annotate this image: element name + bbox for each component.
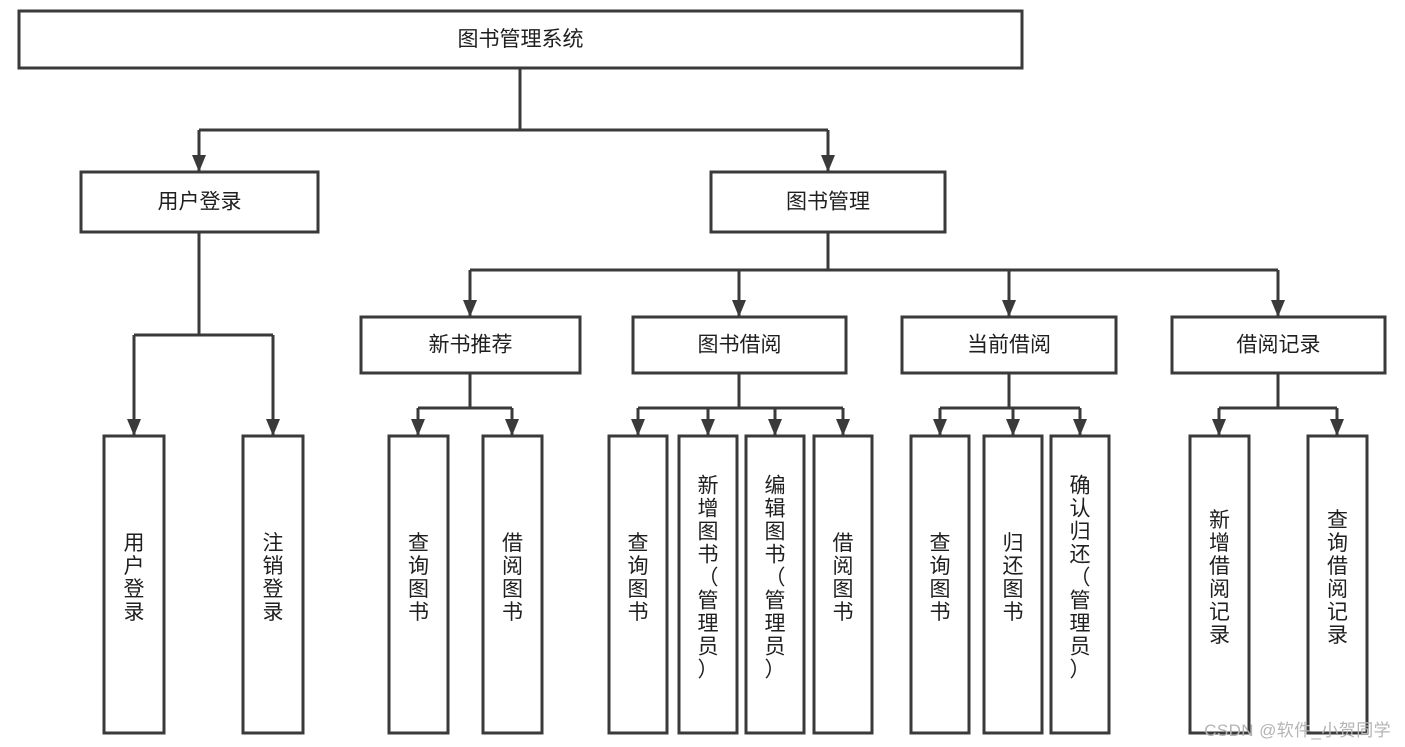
node-label-book-management: 图书管理 — [786, 191, 870, 214]
node-box-leaf-query-book-recommend — [387, 434, 450, 735]
node-user-login[interactable]: 用户登录 — [79, 170, 320, 234]
node-label-borrow-record: 借阅记录 — [1237, 334, 1321, 357]
node-box-leaf-query-book-current — [909, 434, 971, 735]
arrow-head-icon — [192, 155, 206, 172]
node-label-user-login: 用户登录 — [158, 191, 242, 214]
node-label-leaf-borrow-book: 借阅图书 — [833, 532, 854, 624]
node-label-leaf-add-borrow-record: 新增借阅记录 — [1209, 509, 1230, 647]
node-box-leaf-query-book — [607, 434, 669, 735]
node-box-user-login — [79, 170, 320, 234]
node-box-leaf-add-borrow-record — [1188, 434, 1251, 735]
node-leaf-return-book[interactable]: 归还图书 — [982, 434, 1044, 735]
node-leaf-add-borrow-record[interactable]: 新增借阅记录 — [1188, 434, 1251, 735]
node-box-borrow-record — [1170, 315, 1387, 375]
node-label-book-borrow: 图书借阅 — [698, 334, 782, 357]
node-box-leaf-return-book — [982, 434, 1044, 735]
node-new-book-recommend[interactable]: 新书推荐 — [359, 315, 582, 375]
arrow-head-icon — [1002, 300, 1016, 317]
arrow-head-icon — [1073, 419, 1087, 436]
node-box-book-management — [709, 170, 947, 234]
node-box-leaf-logout-login — [241, 434, 305, 735]
node-label-leaf-logout-login: 注销登录 — [263, 532, 284, 624]
node-leaf-add-book-admin[interactable]: 新增图书（管理员） — [677, 434, 739, 735]
node-current-borrow[interactable]: 当前借阅 — [900, 315, 1118, 375]
node-leaf-edit-book-admin[interactable]: 编辑图书（管理员） — [744, 434, 806, 735]
node-box-leaf-edit-book-admin — [744, 434, 806, 735]
node-label-leaf-query-book: 查询图书 — [628, 532, 649, 624]
arrow-head-icon — [1212, 419, 1226, 436]
node-leaf-query-book-current[interactable]: 查询图书 — [909, 434, 971, 735]
node-label-leaf-user-login: 用户登录 — [124, 532, 145, 624]
connector-current-borrow-to-leaves — [933, 373, 1087, 436]
node-label-leaf-confirm-return-admin: 确认归还（管理员） — [1070, 475, 1091, 682]
node-leaf-query-borrow-record[interactable]: 查询借阅记录 — [1306, 434, 1369, 735]
node-layer: 图书管理系统用户登录图书管理新书推荐图书借阅当前借阅借阅记录用户登录注销登录查询… — [17, 9, 1387, 735]
node-box-leaf-add-book-admin — [677, 434, 739, 735]
node-leaf-query-book-recommend[interactable]: 查询图书 — [387, 434, 450, 735]
node-box-leaf-confirm-return-admin — [1049, 434, 1111, 735]
arrow-head-icon — [732, 300, 746, 317]
connector-book-management-to-level2 — [463, 232, 1285, 317]
csdn-watermark: CSDN @软件_小贺同学 — [1204, 721, 1391, 740]
node-leaf-query-book[interactable]: 查询图书 — [607, 434, 669, 735]
connector-user-login-to-leaves — [127, 232, 280, 436]
node-borrow-record[interactable]: 借阅记录 — [1170, 315, 1387, 375]
arrow-head-icon — [411, 419, 425, 436]
connector-root-to-level1 — [192, 68, 835, 172]
node-box-leaf-user-login — [102, 434, 166, 735]
arrow-head-icon — [505, 419, 519, 436]
connector-book-borrow-to-leaves — [631, 373, 850, 436]
node-box-new-book-recommend — [359, 315, 582, 375]
connector-layer — [127, 68, 1344, 436]
connector-borrow-record-to-leaves — [1212, 373, 1344, 436]
arrow-head-icon — [1330, 419, 1344, 436]
arrow-head-icon — [1271, 300, 1285, 317]
node-label-leaf-query-book-recommend: 查询图书 — [408, 532, 429, 624]
arrow-head-icon — [127, 419, 141, 436]
arrow-head-icon — [266, 419, 280, 436]
node-leaf-confirm-return-admin[interactable]: 确认归还（管理员） — [1049, 434, 1111, 735]
node-label-new-book-recommend: 新书推荐 — [429, 334, 513, 357]
node-leaf-logout-login[interactable]: 注销登录 — [241, 434, 305, 735]
node-root[interactable]: 图书管理系统 — [17, 9, 1024, 70]
arrow-head-icon — [701, 419, 715, 436]
arrow-head-icon — [821, 155, 835, 172]
node-box-current-borrow — [900, 315, 1118, 375]
node-box-book-borrow — [631, 315, 848, 375]
node-label-leaf-query-borrow-record: 查询借阅记录 — [1327, 509, 1348, 647]
node-label-leaf-edit-book-admin: 编辑图书（管理员） — [765, 475, 786, 682]
node-leaf-borrow-book-recommend[interactable]: 借阅图书 — [481, 434, 544, 735]
arrow-head-icon — [768, 419, 782, 436]
node-box-leaf-borrow-book — [812, 434, 874, 735]
node-label-leaf-query-book-current: 查询图书 — [930, 532, 951, 624]
connector-new-book-recommend-to-leaves — [411, 373, 519, 436]
node-label-leaf-return-book: 归还图书 — [1003, 532, 1024, 624]
node-box-root — [17, 9, 1024, 70]
arrow-head-icon — [836, 419, 850, 436]
arrow-head-icon — [933, 419, 947, 436]
node-label-current-borrow: 当前借阅 — [967, 334, 1051, 357]
node-book-borrow[interactable]: 图书借阅 — [631, 315, 848, 375]
arrow-head-icon — [1006, 419, 1020, 436]
node-label-root: 图书管理系统 — [458, 28, 584, 51]
node-leaf-user-login[interactable]: 用户登录 — [102, 434, 166, 735]
node-box-leaf-borrow-book-recommend — [481, 434, 544, 735]
node-book-management[interactable]: 图书管理 — [709, 170, 947, 234]
arrow-head-icon — [463, 300, 477, 317]
node-box-leaf-query-borrow-record — [1306, 434, 1369, 735]
node-label-leaf-add-book-admin: 新增图书（管理员） — [698, 475, 719, 682]
node-label-leaf-borrow-book-recommend: 借阅图书 — [502, 532, 523, 624]
node-leaf-borrow-book[interactable]: 借阅图书 — [812, 434, 874, 735]
arrow-head-icon — [631, 419, 645, 436]
